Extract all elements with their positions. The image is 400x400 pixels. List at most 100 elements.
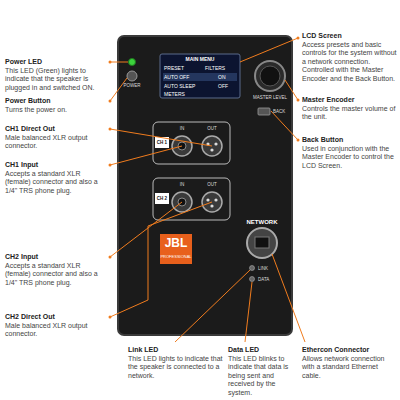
callout: Power LEDThis LED (Green) lights to indi… [5,58,105,92]
callout-heading: LCD Screen [302,32,397,41]
leader-line [271,111,298,140]
leader-line [272,254,305,342]
callout-text: Accepts a standard XLR (female) connecto… [5,170,105,196]
callout-heading: CH1 Input [5,161,105,170]
callout-text: Controls the master volume of the unit. [302,105,397,122]
callout-text: This LED blinks to indicate that data is… [228,355,298,398]
leader-dot [109,256,112,259]
xlr-pin [206,198,209,201]
callout: Link LEDThis LED lights to indicate that… [128,346,223,380]
leader-dot [297,99,300,102]
xlr-pin [210,148,213,151]
leader-line [110,146,182,165]
xlr-pin [210,204,213,207]
callout-heading: Power LED [5,58,105,67]
link-led [250,266,255,271]
callout-heading: Link LED [128,346,223,355]
panel-label: IN [180,182,185,187]
callout-heading: Master Encoder [302,96,397,105]
callout: Data LEDThis LED blinks to indicate that… [228,346,298,397]
lcd-text: OFF [218,83,228,89]
panel-label: DATA [258,277,269,282]
callout: Back ButtonUsed in conjunction with the … [302,136,397,170]
leader-line [110,202,212,317]
back-button [258,108,270,115]
callout-heading: CH1 Direct Out [5,125,105,134]
leader-line [245,282,252,342]
callout-text: This LED (Green) lights to indicate that… [5,67,105,93]
leader-dot [109,61,112,64]
callout: CH2 InputAccepts a standard XLR (female)… [5,253,105,287]
ethercon-connector [247,228,277,258]
leader-line [110,129,212,146]
callout-text: Male balanced XLR output connector. [5,134,105,151]
callout: Ethercon ConnectorAllows network connect… [302,346,397,380]
panel-label: BACK [273,109,285,114]
callout-heading: Power Button [5,97,105,106]
callout-text: Turns the power on. [5,106,105,115]
leader-line [175,270,250,342]
xlr-pin [214,142,217,145]
callout-heading: CH2 Input [5,253,105,262]
lcd-highlight [163,73,237,81]
lcd-screen [160,54,240,98]
callout-text: Used in conjunction with the Master Enco… [302,145,397,171]
jbl-logo [160,234,192,264]
channel-label: CH 1 [157,140,167,145]
channel-label: CH 2 [157,196,167,201]
callout-heading: Data LED [228,346,298,355]
lcd-text: PRESET [164,65,184,71]
lcd-text: AUTO OFF [164,74,189,80]
panel-label: MASTER LEVEL [253,95,287,100]
callout-text: This LED lights to indicate that the spe… [128,355,223,381]
leader-line [110,62,128,63]
callout-text: Allows network connection with a standar… [302,355,397,381]
panel-label: NETWORK [247,219,278,226]
lcd-text: METERS [164,91,185,97]
panel-label: IN [180,126,185,131]
encoder-cap [260,66,280,86]
panel-label: OUT [207,126,217,131]
panel-label: LINK [258,266,268,271]
callout-heading: Back Button [302,136,397,145]
power-led [129,59,136,66]
leader-dot [297,37,300,40]
channel-badge [155,193,169,204]
callout-heading: Ethercon Connector [302,346,397,355]
callout: CH1 Direct OutMale balanced XLR output c… [5,125,105,151]
callout-text: Male balanced XLR output connector. [5,322,105,339]
callout: Master EncoderControls the master volume… [302,96,397,122]
lcd-text: MAIN MENU [186,56,215,62]
leader-dot [109,128,112,131]
leader-dot [109,316,112,319]
callout-text: Access presets and basic controls for th… [302,41,397,84]
leader-dot [109,164,112,167]
brand-logo: PROFESSIONAL [160,255,191,260]
ethercon-socket [255,237,269,248]
rear-panel [118,36,292,335]
callout-heading: CH2 Direct Out [5,313,105,322]
leader-line [110,78,127,101]
callout: CH1 InputAccepts a standard XLR (female)… [5,161,105,195]
lcd-text: FILTERS [205,65,225,71]
data-led [250,277,255,282]
leader-dot [109,100,112,103]
leader-line [240,38,298,62]
lcd-text: AUTO SLEEP [164,83,195,89]
panel-label: OUT [207,182,217,187]
callout: CH2 Direct OutMale balanced XLR output c… [5,313,105,339]
callout-text: Accepts a standard XLR (female) connecto… [5,262,105,288]
power-button [127,71,137,81]
callout: Power ButtonTurns the power on. [5,97,105,114]
lcd-text: ON [218,74,226,80]
brand-logo: JBL [165,236,188,250]
callout: LCD ScreenAccess presets and basic contr… [302,32,397,83]
channel-frame [153,178,230,220]
leader-lines [110,38,305,342]
xlr-pin [214,198,217,201]
panel-label: POWER [123,83,140,88]
leader-dots [109,37,300,319]
leader-dot [297,139,300,142]
master-encoder [255,61,285,91]
